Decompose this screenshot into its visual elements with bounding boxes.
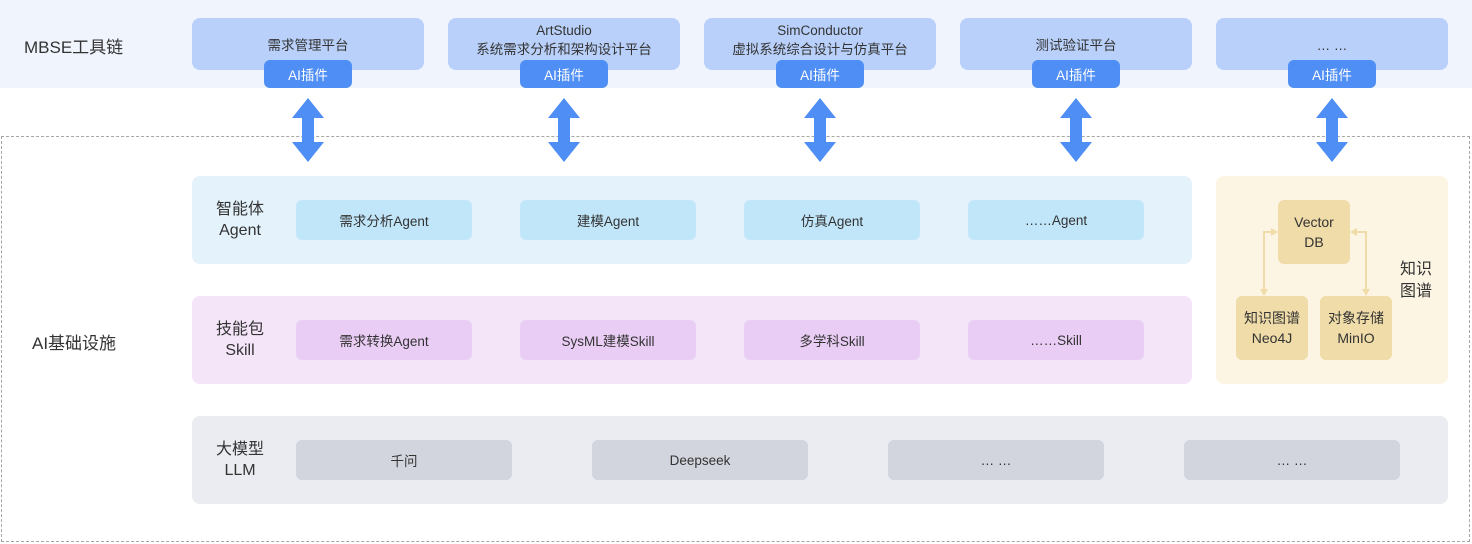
knowledge-graph-panel: Vector DB 知识图谱 Neo4J 对象存储 MinIO 知识 图谱 xyxy=(1216,176,1448,384)
ai-infrastructure-container xyxy=(1,136,1470,542)
platform-name: 需求管理平台 xyxy=(267,37,349,53)
skill-chip[interactable]: ……Skill xyxy=(968,320,1144,360)
kg-connectors xyxy=(1260,228,1370,296)
llm-chip[interactable]: … … xyxy=(888,440,1104,480)
arrowhead-icon xyxy=(1271,228,1278,236)
agent-chip[interactable]: 建模Agent xyxy=(520,200,696,240)
node-line: Vector xyxy=(1294,214,1334,230)
ai-plugin-badge[interactable]: AI插件 xyxy=(776,60,864,88)
kg-title-line: 图谱 xyxy=(1399,283,1432,300)
agent-chip[interactable]: 需求分析Agent xyxy=(296,200,472,240)
layer-label-cn: 技能包 xyxy=(215,321,264,338)
llm-chip[interactable]: 千问 xyxy=(296,440,512,480)
llm-chip[interactable]: Deepseek xyxy=(592,440,808,480)
node-line: DB xyxy=(1304,234,1324,250)
agent-layer: 智能体 Agent 需求分析Agent 建模Agent 仿真Agent ……Ag… xyxy=(192,176,1192,264)
skill-chip[interactable]: SysML建模Skill xyxy=(520,320,696,360)
node-line: Neo4J xyxy=(1251,330,1293,346)
llm-layer-label: 大模型 LLM xyxy=(192,439,288,481)
bidirectional-arrow-icon xyxy=(1060,98,1092,162)
agent-layer-label: 智能体 Agent xyxy=(192,199,288,241)
bidirectional-arrow-icon xyxy=(1316,98,1348,162)
ai-plugin-badge[interactable]: AI插件 xyxy=(264,60,352,88)
platform-name: SimConductor xyxy=(777,23,863,38)
node-line: 知识图谱 xyxy=(1244,310,1300,326)
node-line: MinIO xyxy=(1337,330,1375,346)
kg-title-line: 知识 xyxy=(1399,261,1432,278)
toolchain-title: MBSE工具链 xyxy=(24,38,124,57)
llm-chip[interactable]: … … xyxy=(1184,440,1400,480)
layer-label-en: Skill xyxy=(225,342,255,359)
platform-subtitle: 虚拟系统综合设计与仿真平台 xyxy=(732,42,908,57)
skill-chip[interactable]: 多学科Skill xyxy=(744,320,920,360)
platform-subtitle: 系统需求分析和架构设计平台 xyxy=(476,42,652,57)
platform-name: ArtStudio xyxy=(536,23,592,38)
bidirectional-arrow-icon xyxy=(804,98,836,162)
kg-node-neo4j[interactable]: 知识图谱 Neo4J xyxy=(1236,296,1308,360)
platform-name: … … xyxy=(1316,37,1348,53)
ai-plugin-badge[interactable]: AI插件 xyxy=(1288,60,1376,88)
agent-chip[interactable]: 仿真Agent xyxy=(744,200,920,240)
layer-label-cn: 智能体 xyxy=(215,201,264,218)
knowledge-graph-title: 知识 图谱 xyxy=(1398,259,1434,303)
connector-vector-minio xyxy=(1352,231,1367,294)
agent-chip[interactable]: ……Agent xyxy=(968,200,1144,240)
skill-chip[interactable]: 需求转换Agent xyxy=(296,320,472,360)
node-line: 对象存储 xyxy=(1328,310,1384,326)
bidirectional-arrow-icon xyxy=(292,98,324,162)
bidirectional-arrow-icon xyxy=(548,98,580,162)
platform-name: 测试验证平台 xyxy=(1035,37,1117,53)
platform-test-verification[interactable]: 测试验证平台 xyxy=(960,18,1192,70)
llm-layer: 大模型 LLM 千问 Deepseek … … … … xyxy=(192,416,1448,504)
ai-plugin-badge[interactable]: AI插件 xyxy=(1032,60,1120,88)
skill-layer-label: 技能包 Skill xyxy=(192,319,288,361)
platform-simconductor[interactable]: SimConductor 虚拟系统综合设计与仿真平台 xyxy=(704,18,936,70)
kg-node-vector-db[interactable]: Vector DB xyxy=(1278,200,1350,264)
platform-artstudio[interactable]: ArtStudio 系统需求分析和架构设计平台 xyxy=(448,18,680,70)
layer-label-en: Agent xyxy=(219,222,261,239)
connector-vector-neo4j xyxy=(1263,231,1276,294)
layer-label-en: LLM xyxy=(224,462,256,479)
arrowhead-icon xyxy=(1362,289,1370,296)
ai-plugin-badge[interactable]: AI插件 xyxy=(520,60,608,88)
layer-label-cn: 大模型 xyxy=(215,441,264,458)
arrowhead-icon xyxy=(1260,289,1268,296)
kg-node-minio[interactable]: 对象存储 MinIO xyxy=(1320,296,1392,360)
skill-layer: 技能包 Skill 需求转换Agent SysML建模Skill 多学科Skil… xyxy=(192,296,1192,384)
infrastructure-title: AI基础设施 xyxy=(32,334,117,353)
arrowhead-icon xyxy=(1350,228,1357,236)
